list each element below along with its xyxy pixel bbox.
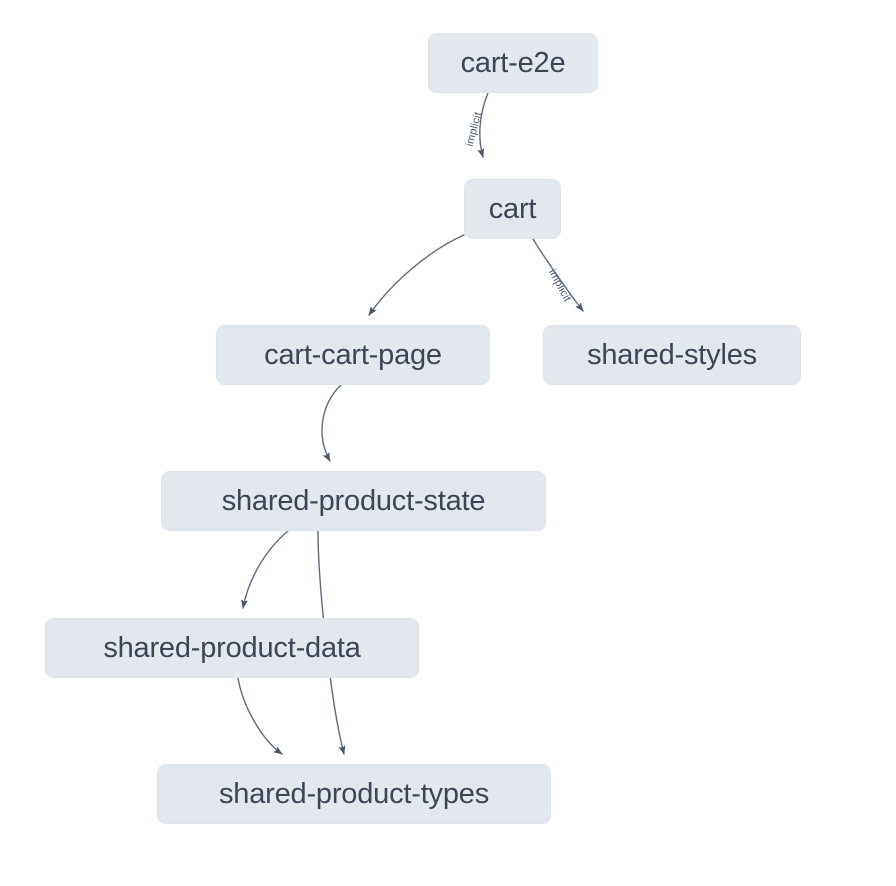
graph-node-shared-product-types[interactable]: shared-product-types: [157, 764, 551, 824]
graph-node-label: shared-styles: [587, 338, 757, 371]
edge-cart__cart-cart-page: [368, 234, 465, 316]
graph-node-label: cart: [488, 192, 537, 225]
graph-node-cart[interactable]: cart: [464, 179, 561, 239]
edge-cart-e2e__cart: [477, 92, 489, 158]
graph-node-shared-styles[interactable]: shared-styles: [543, 325, 801, 385]
graph-node-label: cart-cart-page: [264, 338, 442, 371]
edge-cart__shared-styles: [532, 238, 584, 312]
edge-label-cart-e2e__cart: implicit: [464, 111, 485, 148]
graph-node-shared-product-data[interactable]: shared-product-data: [45, 618, 419, 678]
graph-node-label: shared-product-data: [103, 631, 361, 664]
edge-label-cart__shared-styles: implicit: [546, 267, 573, 304]
graph-node-label: cart-e2e: [460, 46, 566, 79]
graph-node-label: shared-product-types: [218, 777, 490, 810]
edge-shared-product-state__shared-product-data: [241, 530, 289, 609]
graph-node-cart-cart-page[interactable]: cart-cart-page: [216, 325, 490, 385]
graph-node-cart-e2e[interactable]: cart-e2e: [428, 33, 598, 93]
graph-node-shared-product-state[interactable]: shared-product-state: [161, 471, 546, 531]
graph-node-label: shared-product-state: [221, 484, 486, 517]
edge-shared-product-data__shared-product-types: [237, 677, 283, 755]
edge-cart-cart-page__shared-product-state: [321, 384, 342, 462]
